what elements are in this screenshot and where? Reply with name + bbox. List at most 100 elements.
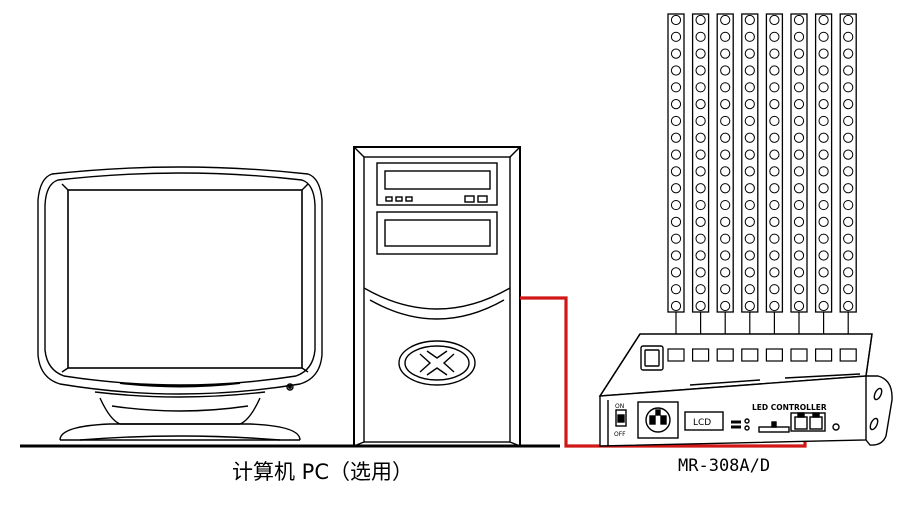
strip-port [741, 348, 759, 362]
led [843, 284, 854, 295]
led [818, 14, 829, 26]
led [744, 183, 755, 194]
led [744, 65, 755, 76]
led [769, 149, 780, 160]
led [670, 183, 682, 194]
led [720, 48, 731, 59]
led [769, 115, 780, 127]
led [720, 149, 731, 160]
led [843, 65, 854, 76]
led [695, 250, 706, 261]
led [843, 48, 854, 59]
led [793, 166, 805, 177]
led [769, 31, 780, 42]
strip-port [839, 348, 857, 362]
led [843, 233, 854, 244]
led [818, 166, 829, 177]
led [769, 216, 780, 227]
led [818, 31, 829, 42]
led [769, 65, 780, 76]
led [695, 149, 706, 160]
led [818, 267, 829, 278]
led [720, 166, 731, 177]
strip-port [765, 348, 784, 362]
led [695, 284, 706, 295]
led [769, 300, 780, 312]
led [793, 216, 805, 227]
led [670, 48, 682, 59]
led [843, 31, 854, 42]
led [720, 267, 731, 278]
led [793, 250, 805, 261]
led [670, 216, 682, 227]
led [843, 216, 854, 227]
strip-port [790, 348, 808, 362]
led-strip [765, 13, 784, 349]
led [744, 115, 755, 127]
led [670, 115, 682, 127]
led [843, 82, 854, 93]
led [670, 284, 682, 295]
led [744, 284, 755, 295]
led-strip [716, 13, 734, 349]
led [818, 250, 829, 261]
led [843, 132, 854, 143]
strip-port [814, 348, 833, 362]
led [720, 65, 731, 76]
led [744, 216, 755, 227]
led [769, 284, 780, 295]
led [670, 132, 682, 143]
led-strip [839, 13, 857, 349]
led [670, 149, 682, 160]
led [670, 82, 682, 93]
led [695, 31, 706, 42]
led [769, 183, 780, 194]
pc-caption: 计算机 PC（选用） [232, 460, 414, 484]
led [818, 115, 829, 127]
led [720, 14, 731, 26]
pc-tower [353, 146, 521, 447]
led [720, 31, 731, 42]
led [843, 183, 854, 194]
led [818, 65, 829, 76]
led [818, 132, 829, 143]
led [793, 115, 805, 127]
led [695, 216, 706, 227]
strip-port [691, 348, 710, 362]
led [695, 65, 706, 76]
led [769, 267, 780, 278]
led [744, 250, 755, 261]
led [818, 48, 829, 59]
led [695, 183, 706, 194]
led [670, 300, 682, 312]
led [818, 82, 829, 93]
led [720, 216, 731, 227]
led [720, 233, 731, 244]
lcd-label: LCD [693, 418, 711, 428]
led [793, 233, 805, 244]
led [769, 250, 780, 261]
led [744, 99, 755, 110]
led-strips [667, 13, 857, 349]
led-strip [667, 13, 685, 349]
led [744, 300, 755, 312]
led-strip [691, 13, 710, 349]
led [793, 300, 805, 312]
led [695, 233, 706, 244]
led [818, 99, 829, 110]
led [769, 82, 780, 93]
led [695, 115, 706, 127]
strip-port [716, 348, 734, 362]
led [744, 149, 755, 160]
led [720, 115, 731, 127]
led [818, 284, 829, 295]
strip-port [667, 348, 685, 362]
led [670, 267, 682, 278]
led [769, 99, 780, 110]
led [793, 132, 805, 143]
led [695, 99, 706, 110]
led [695, 48, 706, 59]
led [793, 82, 805, 93]
led [744, 31, 755, 42]
